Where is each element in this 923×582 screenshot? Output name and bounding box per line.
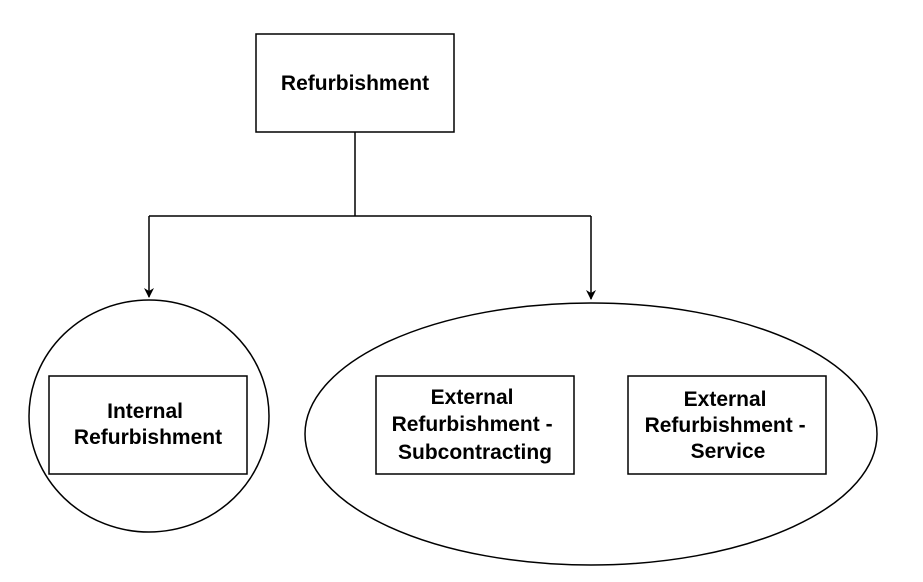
subcontracting-label-line-3: Subcontracting <box>398 441 552 464</box>
internal-group: Internal Refurbishment <box>28 299 270 533</box>
internal-label-line-2: Refurbishment <box>74 426 222 449</box>
external-group: External Refurbishment - Subcontracting … <box>304 302 878 566</box>
root-node: Refurbishment <box>255 33 455 133</box>
connector-lines <box>144 132 596 300</box>
internal-refurbishment-label: Internal Refurbishment <box>74 400 222 449</box>
service-label-line-3: Service <box>691 440 766 463</box>
subcontracting-label-line-2: Refurbishment - <box>392 413 553 436</box>
external-subcontracting-label: External Refurbishment - Subcontracting <box>392 386 559 464</box>
service-label-line-2: Refurbishment - <box>645 414 806 437</box>
external-service-label: External Refurbishment - Service <box>645 388 812 463</box>
internal-refurbishment-node: Internal Refurbishment <box>48 375 248 475</box>
subcontracting-label-line-1: External <box>431 386 514 409</box>
root-node-label: Refurbishment <box>281 72 429 95</box>
external-subcontracting-node: External Refurbishment - Subcontracting <box>375 375 575 475</box>
service-label-line-1: External <box>684 388 767 411</box>
internal-label-line-1: Internal <box>107 400 183 423</box>
external-service-node: External Refurbishment - Service <box>627 375 827 475</box>
